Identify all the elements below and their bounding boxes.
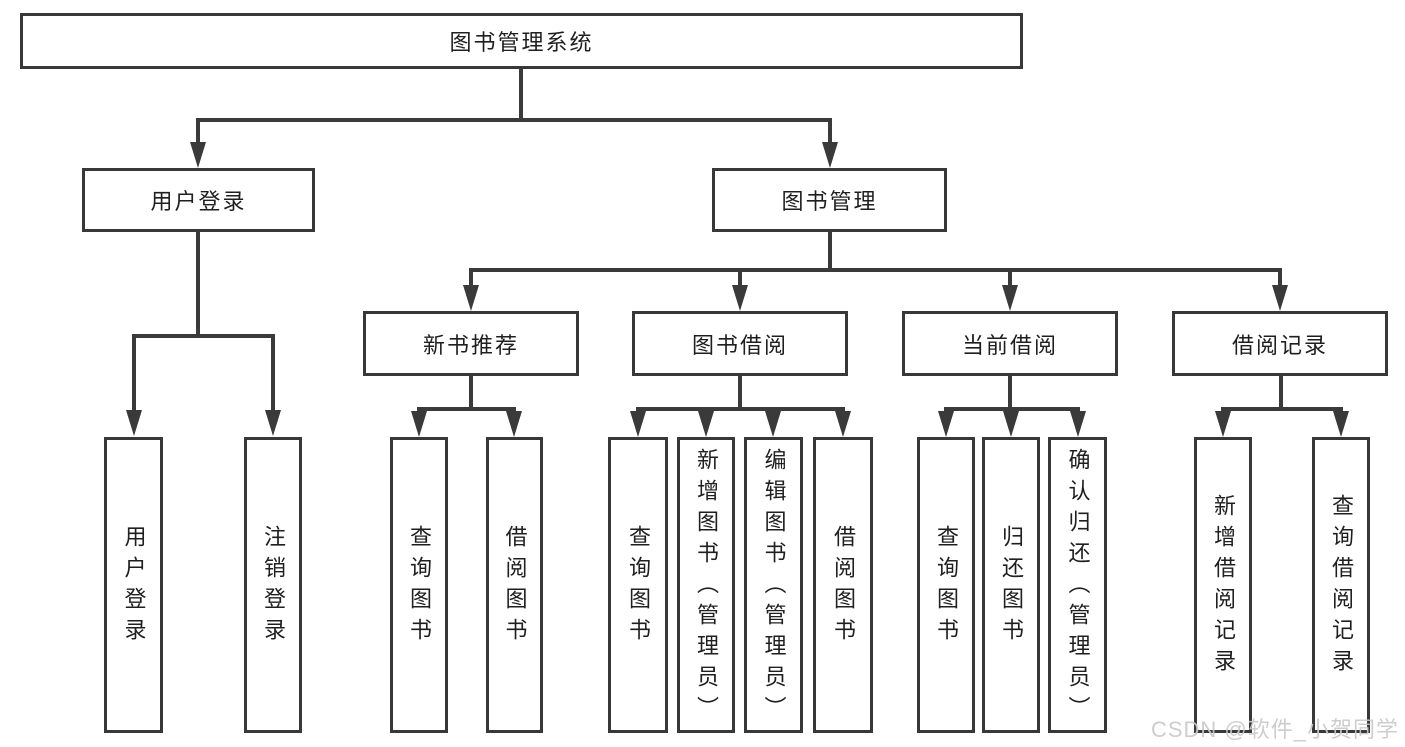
connector-book-mgmt-drop [828,118,832,146]
leaf-user-login: 用户登录 [104,437,163,733]
node-user-login: 用户登录 [82,168,315,232]
arrowhead-down-icon [190,142,206,168]
arrowhead-down-icon [411,411,427,437]
arrowhead-down-icon [822,142,838,168]
connector-level3-rail [469,268,1282,272]
connector-drop [1278,268,1282,288]
arrowhead-down-icon [265,410,281,436]
connector-drop [469,268,473,288]
node-borrowing-records: 借阅记录 [1172,311,1388,376]
connector-level2-rail [196,118,832,122]
connector-user-login-stem [196,232,200,336]
connector-drop [1008,268,1012,288]
arrowhead-down-icon [126,410,142,436]
leaf-logout: 注销登录 [244,437,302,733]
arrowhead-down-icon [463,285,479,311]
leaf-query-books-current: 查询图书 [917,437,975,733]
arrowhead-down-icon [506,411,522,437]
csdn-watermark: CSDN @软件_小贺同学 [1150,717,1399,742]
leaf-add-book-admin: 新增图书（管理员） [677,437,735,733]
connector-rail [1221,407,1343,411]
node-library-management-system: 图书管理系统 [20,13,1023,69]
connector-rail [944,407,1080,411]
leaf-add-borrow-record: 新增借阅记录 [1194,437,1252,733]
node-current-borrowing: 当前借阅 [902,311,1118,376]
arrowhead-down-icon [732,285,748,311]
leaf-borrow-books: 借阅图书 [813,437,873,733]
connector-stem [1279,376,1283,409]
leaf-edit-book-admin: 编辑图书（管理员） [744,437,803,733]
arrowhead-down-icon [765,411,781,437]
node-new-book-recommendation: 新书推荐 [363,311,579,376]
connector-rail [417,407,516,411]
leaf-query-books-recommend: 查询图书 [390,437,448,733]
connector-user-login-rail [132,334,274,338]
connector-book-mgmt-stem [828,232,832,271]
node-book-borrowing: 图书借阅 [632,311,848,376]
node-book-management: 图书管理 [712,168,947,232]
arrowhead-down-icon [1215,411,1231,437]
connector-drop [132,334,136,412]
leaf-borrow-books-recommend: 借阅图书 [486,437,543,733]
arrowhead-down-icon [630,411,646,437]
connector-drop [271,334,275,412]
arrowhead-down-icon [835,411,851,437]
arrowhead-down-icon [938,411,954,437]
connector-stem [1008,376,1012,409]
arrowhead-down-icon [1070,411,1086,437]
connector-rail [636,407,845,411]
connector-stem [738,376,742,409]
connector-user-login-drop [196,118,200,146]
leaf-query-books-borrowing: 查询图书 [608,437,668,733]
leaf-return-books: 归还图书 [982,437,1040,733]
connector-drop [738,268,742,288]
arrowhead-down-icon [1333,411,1349,437]
arrowhead-down-icon [1272,285,1288,311]
connector-stem [469,376,473,409]
arrowhead-down-icon [1003,411,1019,437]
leaf-confirm-return-admin: 确认归还（管理员） [1048,437,1107,733]
leaf-query-borrow-record: 查询借阅记录 [1312,437,1370,733]
connector-root-stem [519,69,523,120]
arrowhead-down-icon [698,411,714,437]
arrowhead-down-icon [1002,285,1018,311]
